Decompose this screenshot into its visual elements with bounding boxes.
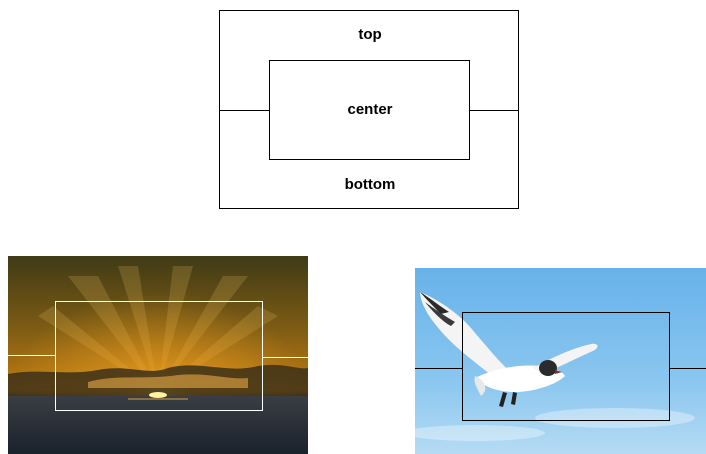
seagull-photo <box>415 268 706 454</box>
sunset-right-connector <box>262 357 308 358</box>
sunset-photo <box>8 256 308 454</box>
diagram-center-box <box>269 60 470 160</box>
diagram-left-connector <box>219 110 269 111</box>
sunset-overlay-box <box>55 301 263 411</box>
seagull-overlay-box <box>462 312 670 421</box>
bottom-label: bottom <box>344 176 396 193</box>
sunset-left-connector <box>8 355 55 356</box>
seagull-right-connector <box>669 368 706 369</box>
center-label: center <box>347 101 393 118</box>
top-label: top <box>358 26 382 43</box>
seagull-left-connector <box>415 368 462 369</box>
diagram-outer-frame <box>219 10 519 209</box>
diagram-right-connector <box>470 110 519 111</box>
